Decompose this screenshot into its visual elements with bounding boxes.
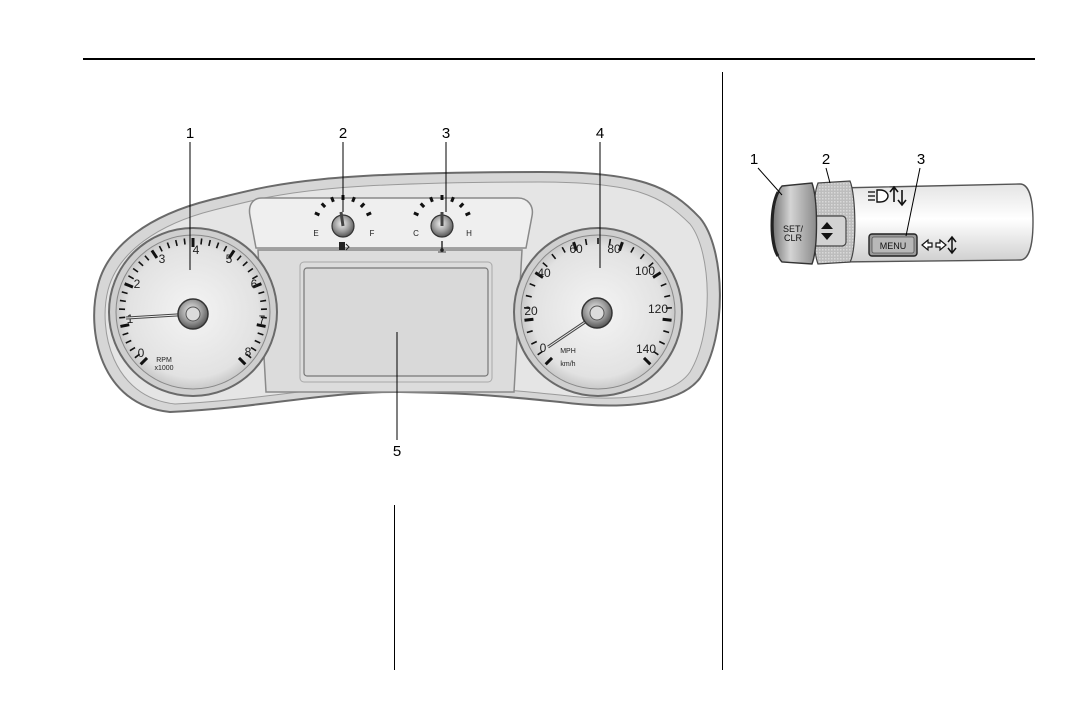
center-display-screen [304, 268, 488, 376]
speed-tick [586, 239, 587, 245]
tach-tick [260, 300, 266, 301]
tach-unit-line1: RPM [156, 357, 172, 364]
callout-3: 3 [442, 125, 450, 142]
tach-label-5: 5 [226, 252, 233, 266]
temp-hot-label: H [466, 229, 472, 238]
tach-label-7: 7 [259, 313, 266, 327]
tach-tick [201, 239, 202, 245]
fuel-tick [332, 197, 334, 202]
fuel-empty-label: E [313, 229, 318, 238]
tach-tick [184, 239, 185, 245]
fuel-tick [367, 213, 372, 215]
speed-label-40: 40 [537, 266, 551, 280]
tach-label-8: 8 [245, 345, 252, 359]
tach-unit-line2: x1000 [154, 365, 173, 372]
stalk-callout-line-2 [826, 168, 830, 183]
stalk-body [838, 184, 1033, 262]
stalk-callout-1: 1 [750, 151, 758, 168]
speed-label-20: 20 [524, 304, 538, 318]
stalk-callout-2: 2 [822, 151, 830, 168]
speed-unit-line2: km/h [560, 361, 575, 368]
speed-label-140: 140 [636, 342, 656, 356]
control-stalk: SET/ CLR MENU 1 2 3 [750, 151, 1033, 264]
fuel-tick [315, 213, 320, 215]
callout-2: 2 [339, 125, 347, 142]
set-clr-line2: CLR [784, 233, 803, 243]
temp-tick [466, 213, 471, 215]
callout-4: 4 [596, 125, 604, 142]
speed-label-80: 80 [607, 242, 621, 256]
speed-label-100: 100 [635, 264, 655, 278]
instrument-cluster: 0 1 2 3 4 5 6 7 8 RPM x1000 0 20 40 60 8… [94, 125, 720, 460]
stalk-callout-3: 3 [917, 151, 925, 168]
fuel-tick [353, 197, 355, 202]
speed-tick [663, 319, 672, 320]
tach-label-2: 2 [134, 277, 141, 291]
fuel-full-label: F [370, 229, 375, 238]
temp-tick [452, 197, 454, 202]
temp-cold-label: C [413, 229, 419, 238]
speed-tick [524, 319, 533, 320]
menu-label: MENU [880, 241, 907, 251]
speed-label-120: 120 [648, 302, 668, 316]
stalk-callout-line-1 [758, 168, 782, 195]
temp-tick [431, 197, 433, 202]
tach-label-3: 3 [159, 252, 166, 266]
tach-tick [120, 300, 126, 301]
speed-label-60: 60 [569, 242, 583, 256]
temp-tick [414, 213, 419, 215]
speedometer: 0 20 40 60 80 100 120 140 MPH km/h [514, 228, 682, 396]
callout-5: 5 [393, 443, 401, 460]
tachometer: 0 1 2 3 4 5 6 7 8 RPM x1000 [109, 228, 277, 396]
callout-1: 1 [186, 125, 194, 142]
tach-label-4: 4 [193, 243, 200, 257]
tach-label-0: 0 [138, 346, 145, 360]
upper-gauge-window [250, 198, 533, 248]
speed-unit-line1: MPH [560, 348, 576, 355]
speed-label-0: 0 [540, 341, 547, 355]
tach-label-6: 6 [251, 277, 258, 291]
